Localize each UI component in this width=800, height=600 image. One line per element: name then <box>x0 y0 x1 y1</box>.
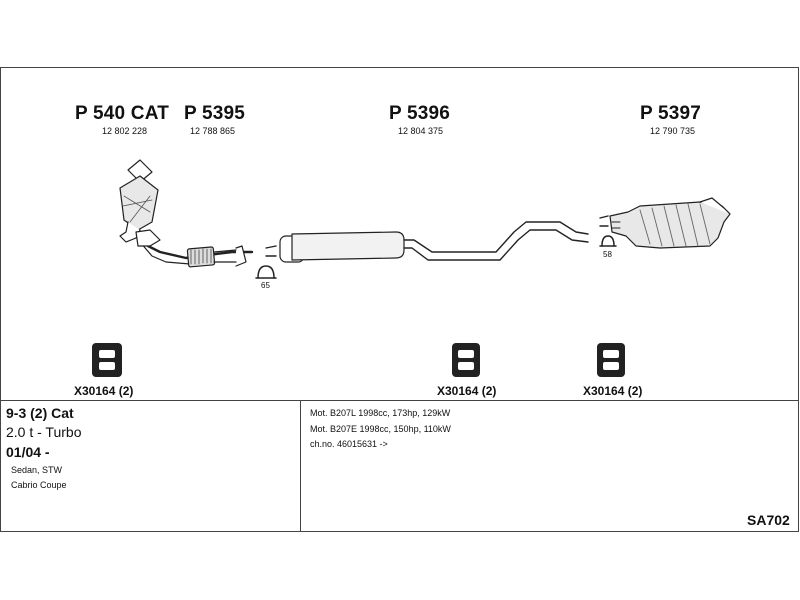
part-name-p540cat: P 540 CAT <box>75 103 170 124</box>
mount-label: X30164 (2) <box>74 384 134 398</box>
vehicle-engine: 2.0 t - Turbo <box>6 424 82 440</box>
part-name-p5397: P 5397 <box>640 103 702 124</box>
set-code: SA702 <box>747 512 790 528</box>
catalytic-converter <box>119 159 159 243</box>
engine-spec-2: Mot. B207E 1998cc, 150hp, 110kW <box>310 424 451 434</box>
info-divider <box>0 400 799 401</box>
vehicle-model: 9-3 (2) Cat <box>6 405 74 421</box>
part-name-p5396: P 5396 <box>389 103 451 124</box>
middle-pipe <box>265 221 589 263</box>
clamp-label-58: 58 <box>603 250 612 259</box>
clamp-58 <box>599 235 617 247</box>
chassis-number: ch.no. 46015631 -> <box>310 439 388 449</box>
diagram-sheet <box>0 67 799 532</box>
part-number-p5397: 12 790 735 <box>650 126 696 136</box>
mount-label: X30164 (2) <box>437 384 497 398</box>
clamp-label-65: 65 <box>261 281 270 290</box>
vehicle-date: 01/04 - <box>6 444 50 460</box>
clamp-65 <box>255 265 277 279</box>
vehicle-body-2: Cabrio Coupe <box>11 480 67 490</box>
info-column-divider <box>300 400 301 532</box>
front-pipe <box>135 229 254 268</box>
mount-label: X30164 (2) <box>583 384 643 398</box>
rubber-mount-icon <box>92 343 122 377</box>
part-number-p5395: 12 788 865 <box>190 126 236 136</box>
rear-silencer <box>599 197 731 249</box>
rubber-mount-icon <box>597 343 625 377</box>
part-name-p5395: P 5395 <box>184 103 246 124</box>
vehicle-body-1: Sedan, STW <box>11 465 63 475</box>
engine-spec-1: Mot. B207L 1998cc, 173hp, 129kW <box>310 408 451 418</box>
part-number-p540cat: 12 802 228 <box>102 126 148 136</box>
rubber-mount-icon <box>452 343 480 377</box>
part-number-p5396: 12 804 375 <box>398 126 444 136</box>
